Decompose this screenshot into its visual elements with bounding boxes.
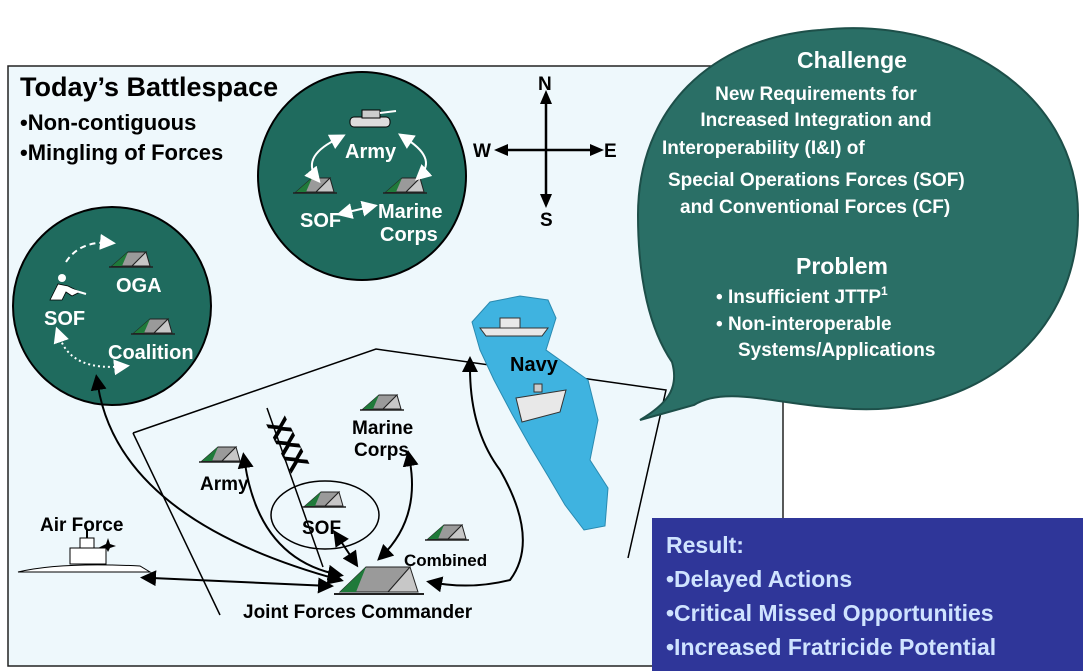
problem-heading: Problem xyxy=(796,253,888,279)
tank-icon xyxy=(349,109,397,128)
battlespace-bullet-1: •Non-contiguous xyxy=(20,110,196,135)
theater-marine-label-2: Corps xyxy=(354,440,409,461)
oga-sof-label: SOF xyxy=(44,308,85,330)
compass-rose: N S E W xyxy=(473,74,617,231)
problem-item-2-line-2: Systems/Applications xyxy=(738,340,935,361)
result-item-1: •Delayed Actions xyxy=(666,566,852,592)
result-heading: Result: xyxy=(666,532,744,558)
theater-army-label: Army xyxy=(200,474,249,495)
commander-label: Joint Forces Commander xyxy=(243,602,473,623)
battlespace-title: Today’s Battlespace xyxy=(20,72,278,102)
navy-label: Navy xyxy=(510,354,559,376)
theater-combined-label: Combined xyxy=(404,551,487,570)
compass-east: E xyxy=(604,141,617,162)
carrier-icon xyxy=(515,383,567,423)
soldier-icon xyxy=(49,274,87,301)
challenge-line-3: Interoperability (I&I) of xyxy=(662,138,865,159)
circle-marine-label-1: Marine xyxy=(378,201,442,223)
result-item-3: •Increased Fratricide Potential xyxy=(666,634,996,660)
connection-arrows xyxy=(90,356,524,594)
circle-sof-label: SOF xyxy=(300,210,341,232)
theater-sof-label: SOF xyxy=(302,518,341,539)
compass-west: W xyxy=(473,141,491,162)
ship-icon xyxy=(479,317,549,337)
result-item-2: •Critical Missed Opportunities xyxy=(666,600,994,626)
problem-item-1: • Insufficient JTTP1 xyxy=(716,284,888,308)
battlespace-bullet-2: •Mingling of Forces xyxy=(20,140,223,165)
theater-marine-label-1: Marine xyxy=(352,418,413,439)
challenge-line-5: and Conventional Forces (CF) xyxy=(680,197,950,218)
commander-tent-icon xyxy=(334,566,424,595)
coalition-label: Coalition xyxy=(108,342,194,364)
circle-army-label: Army xyxy=(345,141,397,163)
service-circle: Army SOF Marine Corps xyxy=(257,71,467,281)
challenge-heading: Challenge xyxy=(797,47,907,73)
challenge-bubble xyxy=(636,27,1080,421)
problem-item-2-line-1: • Non-interoperable xyxy=(716,314,892,335)
result-box xyxy=(652,518,1083,671)
oga-label: OGA xyxy=(116,275,162,297)
compass-south: S xyxy=(540,210,553,231)
circle-marine-label-2: Corps xyxy=(380,224,438,246)
oga-circle: OGA SOF Coalition xyxy=(12,206,212,406)
challenge-line-2: Increased Integration and xyxy=(700,110,931,131)
air-force-label: Air Force xyxy=(40,515,123,536)
compass-north: N xyxy=(538,74,552,95)
challenge-line-1: New Requirements for xyxy=(715,84,917,105)
challenge-line-4: Special Operations Forces (SOF) xyxy=(668,170,965,191)
